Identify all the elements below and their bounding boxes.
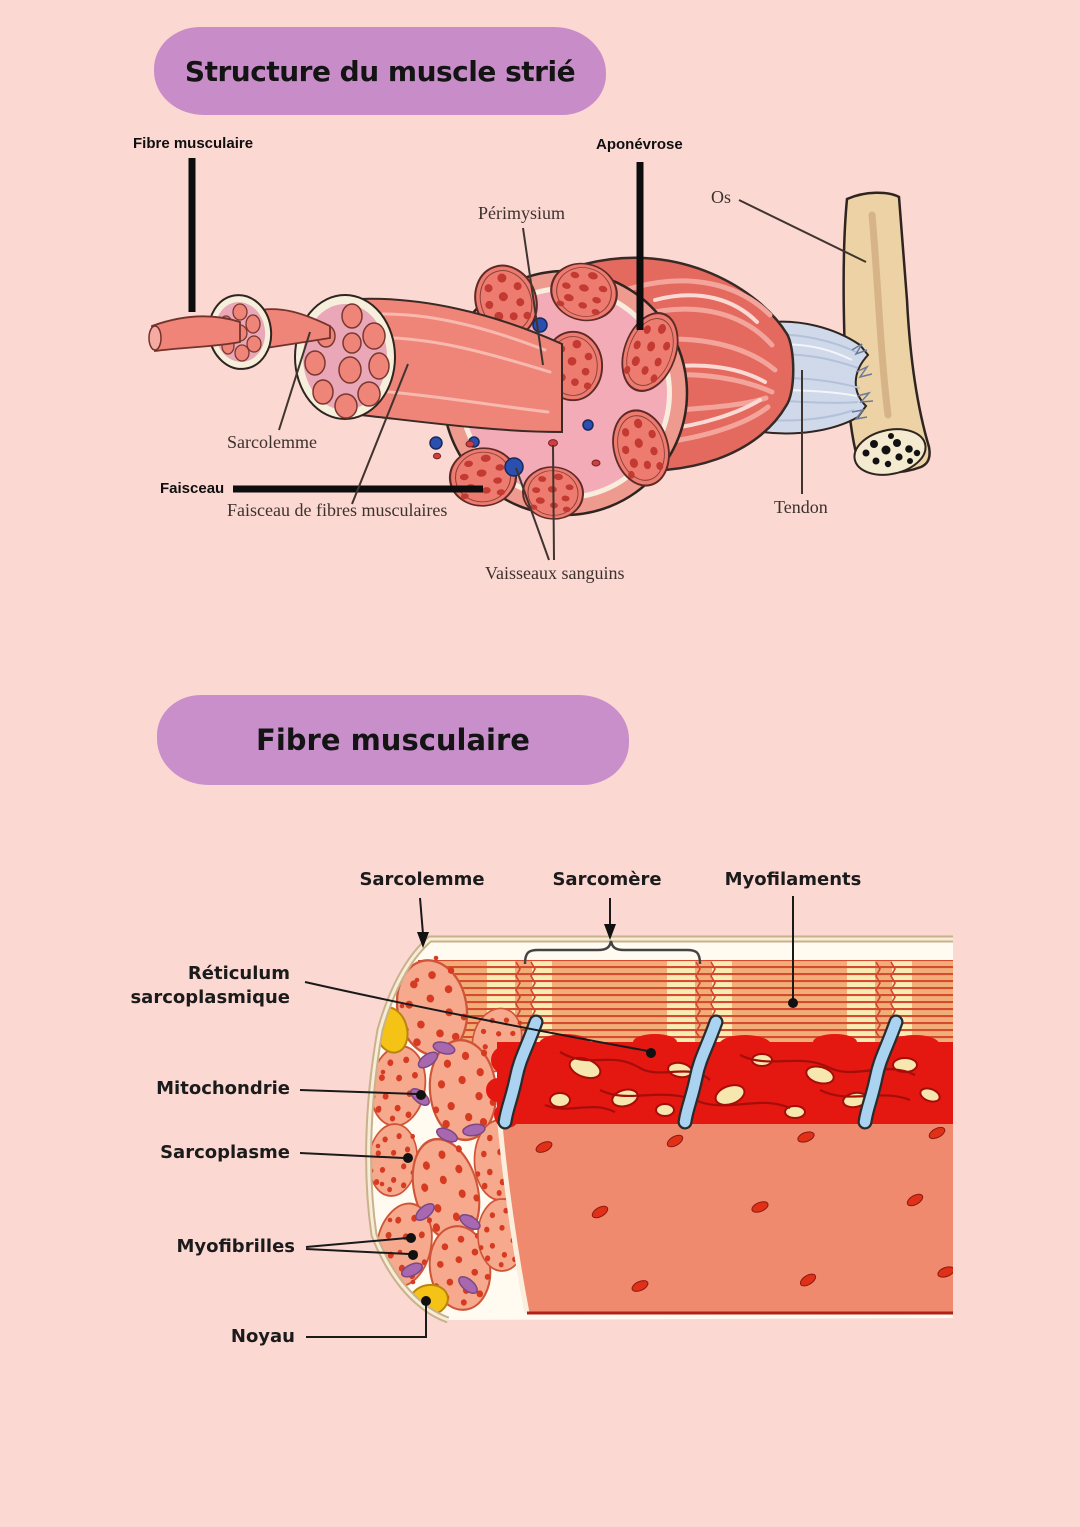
label-myofibrilles: Myofibrilles — [176, 1236, 295, 1257]
label-fibre-musculaire: Fibre musculaire — [133, 135, 254, 152]
label-sarcoplasme: Sarcoplasme — [160, 1142, 290, 1163]
muscle-structure-illustration — [148, 158, 931, 561]
bone-marrow-dots — [862, 433, 921, 468]
label-perimysium: Périmysium — [478, 203, 566, 223]
label-aponevrose: Aponévrose — [596, 136, 683, 153]
label-mitochondrie: Mitochondrie — [156, 1078, 290, 1099]
label-faisceau-de-fibres: Faisceau de fibres musculaires — [227, 500, 448, 520]
sarcoplasmic-reticulum-band — [486, 1034, 953, 1313]
label-sarcolemme-fiber: Sarcolemme — [359, 869, 485, 890]
pointer-lines-top — [188, 158, 867, 561]
t-tubules — [497, 1014, 904, 1130]
muscle-fiber-illustration — [299, 896, 954, 1338]
label-sarcolemme-top: Sarcolemme — [227, 432, 317, 452]
sarcoplasm-surface — [497, 1123, 954, 1315]
title-bubble-fiber: Fibre musculaire — [157, 695, 629, 785]
section-title-structure: Structure du muscle strié — [184, 54, 576, 88]
title-bubble-structure: Structure du muscle strié — [154, 27, 606, 115]
sarcolemma-membrane — [365, 935, 953, 1324]
tendon-fray-lines — [851, 343, 874, 421]
pointer-lines-bottom — [299, 896, 798, 1338]
label-noyau: Noyau — [230, 1326, 295, 1347]
label-tendon: Tendon — [774, 497, 828, 517]
section-title-fiber: Fibre musculaire — [256, 723, 530, 757]
sarcomere-brace — [523, 940, 702, 965]
label-os: Os — [711, 187, 732, 207]
label-sarcomere: Sarcomère — [552, 869, 662, 890]
label-myofilaments: Myofilaments — [724, 869, 862, 890]
label-reticulum-sarcoplasmique: Réticulum sarcoplasmique — [130, 963, 290, 1009]
label-vaisseaux-sanguins: Vaisseaux sanguins — [485, 563, 625, 583]
label-faisceau: Faisceau — [160, 480, 225, 497]
bone — [842, 191, 931, 476]
single-muscle-fiber — [148, 315, 241, 353]
